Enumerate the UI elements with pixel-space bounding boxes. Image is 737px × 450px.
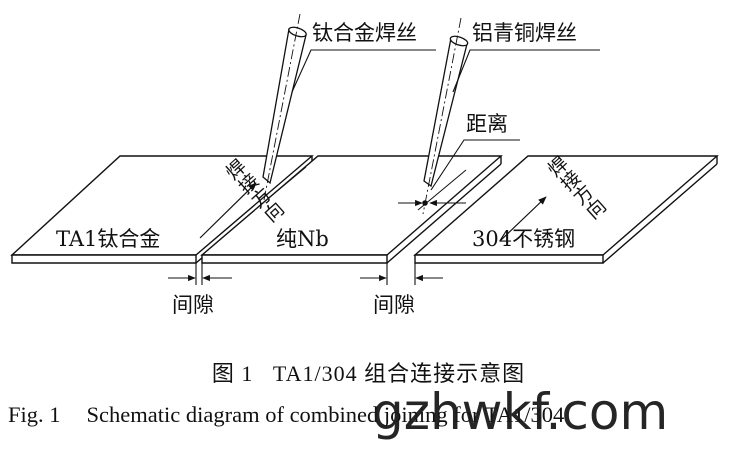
- label-ti-wire: 钛合金焊丝: [312, 21, 417, 45]
- watermark: gzhwkf.com: [372, 383, 669, 441]
- caption-cn-text: TA1/304 组合连接示意图: [272, 361, 526, 386]
- distance-dimension: [398, 199, 466, 207]
- label-gap-left: 间隙: [172, 293, 214, 317]
- gap-dimension-left: [168, 263, 232, 285]
- joining-schematic: 钛合金焊丝 铝青铜焊丝 距离 焊接方向 焊接方向 TA1钛合金 纯Nb 304不…: [10, 13, 719, 317]
- al-bronze-wire: [422, 17, 469, 215]
- label-albronze-wire: 铝青铜焊丝: [472, 21, 577, 45]
- label-distance: 距离: [466, 112, 508, 136]
- weld-direction-arrow-left: [199, 182, 257, 239]
- caption-cn: 图 1 TA1/304 组合连接示意图: [0, 356, 737, 388]
- label-plate-ta1: TA1钛合金: [56, 227, 160, 251]
- weld-direction-arrow-right: [499, 196, 547, 242]
- gap-dimension-right: [360, 263, 443, 285]
- label-plate-304: 304不锈钢: [472, 227, 575, 251]
- ti-alloy-wire: [262, 13, 307, 201]
- seam-line-left: [257, 166, 307, 208]
- caption-cn-number: 图 1: [211, 361, 254, 386]
- label-plate-nb: 纯Nb: [276, 227, 329, 251]
- leader-albronze-wire: [452, 49, 600, 93]
- caption-en: Fig. 1 Schematic diagram of combined join…: [8, 402, 737, 428]
- plate-304: [413, 155, 719, 264]
- caption-en-text: Schematic diagram of combined joining fo…: [86, 402, 565, 427]
- caption-en-number: Fig. 1: [8, 402, 61, 427]
- leader-ti-wire: [291, 49, 436, 93]
- leader-distance: [430, 139, 520, 191]
- label-gap-right: 间隙: [373, 293, 415, 317]
